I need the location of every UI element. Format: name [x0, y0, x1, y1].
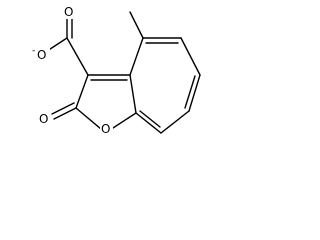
ring-oxygen-label: O	[101, 122, 110, 136]
bond-c8-c8a-inner	[139, 110, 161, 128]
bond-c5-c6	[180, 37, 201, 76]
bond-carboxyl-c3	[66, 37, 89, 76]
bond-c2-o1	[75, 107, 102, 130]
bond-c7-c8	[160, 110, 190, 134]
bond-c8a-c3a	[129, 74, 137, 114]
bond-c6-c7	[188, 74, 201, 112]
bond-c2-o-double-1	[53, 107, 77, 120]
bond-c6-c7-inner	[184, 75, 196, 109]
bonds	[43, 11, 201, 134]
carboxylate-oxygen-double-label: O	[64, 5, 73, 19]
bond-o1-c8a	[112, 112, 137, 129]
carboxylate-charge-label: -	[32, 46, 35, 56]
bond-c4-methyl	[129, 11, 144, 39]
atom-labels: O O - O O	[32, 5, 113, 136]
bond-c3a-c4	[129, 37, 144, 76]
bond-c3-c2	[75, 74, 89, 109]
structure-diagram: O O - O O	[32, 5, 201, 136]
lactone-carbonyl-oxygen-label: O	[39, 112, 48, 126]
carboxylate-oxygen-minus-label: O	[37, 48, 46, 62]
bond-c8-c8a	[135, 112, 162, 134]
bond-c2-o-double-2	[51, 102, 75, 115]
